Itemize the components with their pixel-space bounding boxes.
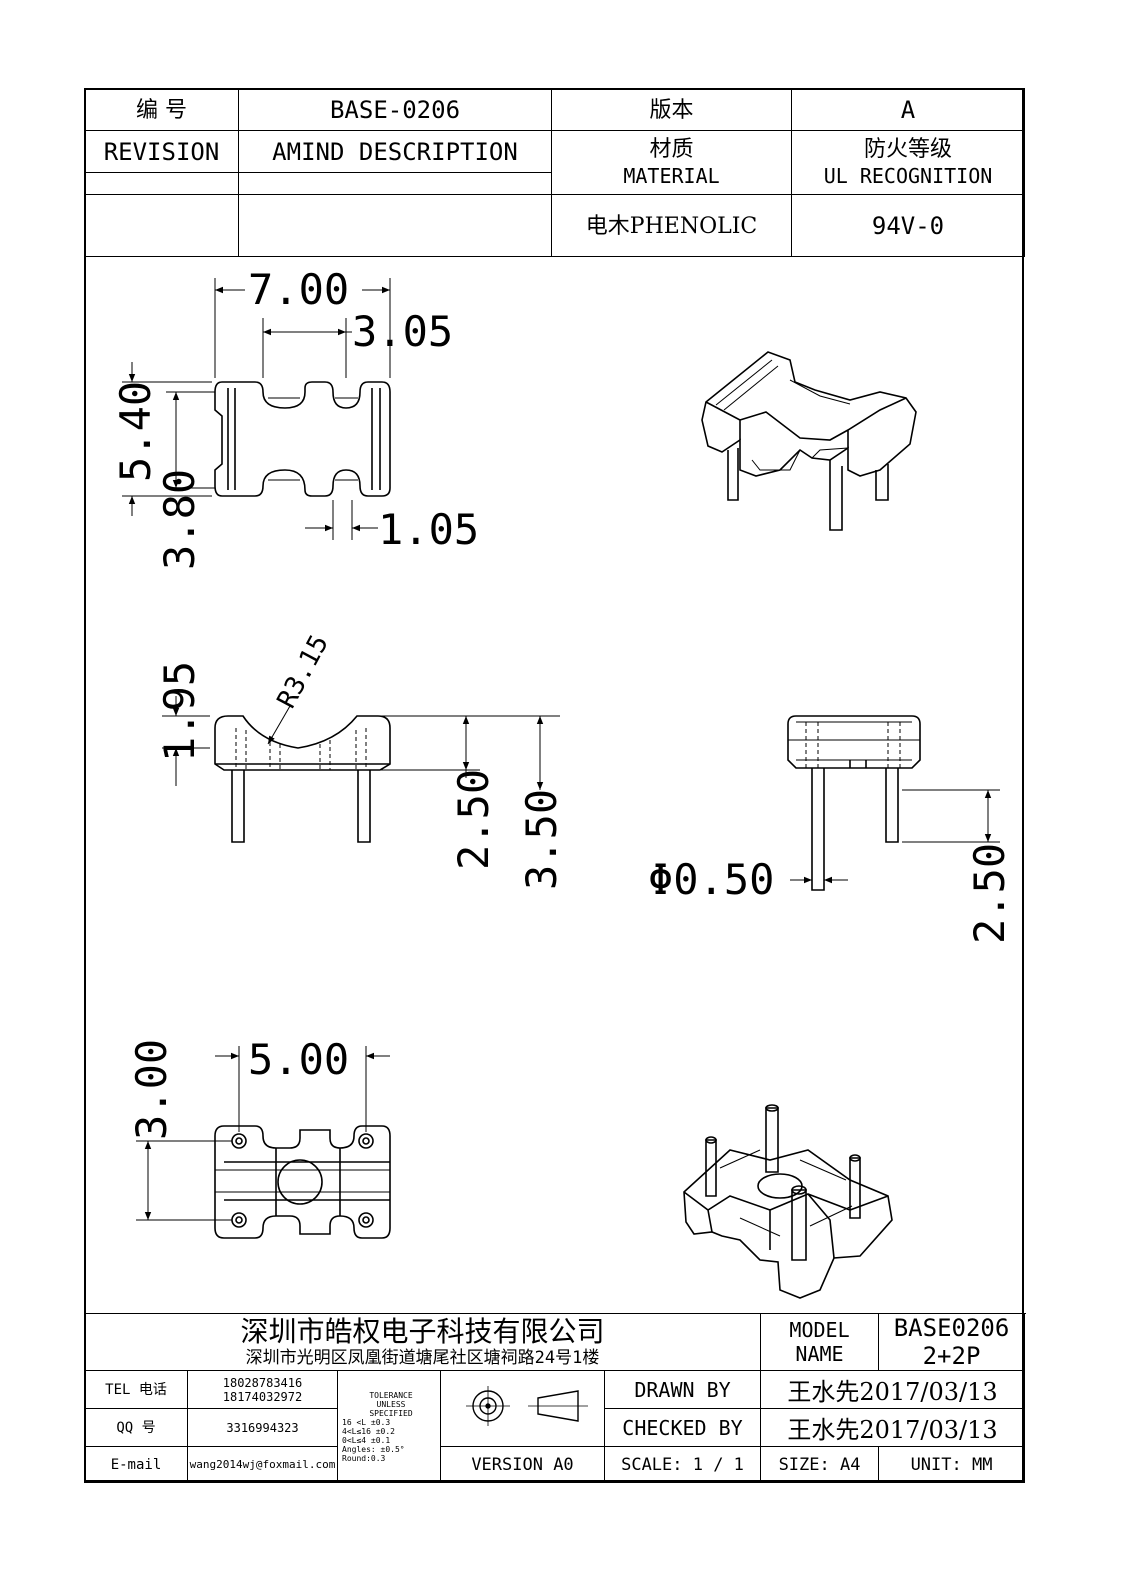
unit-value: UNIT: MM — [878, 1446, 1026, 1483]
dim-pin-dia-label: Φ0.50 — [648, 855, 774, 904]
front-view-dimensions — [162, 696, 560, 790]
size-value: SIZE: A4 — [760, 1446, 880, 1483]
company-address: 深圳市光明区凤凰街道塘尾社区塘祠路24号1楼 — [245, 1348, 600, 1368]
dim-pin-len-label: 2.50 — [965, 843, 1014, 944]
model-name-label: MODEL NAME — [760, 1313, 880, 1371]
dim-inner-height-label: 3.80 — [155, 469, 204, 570]
dim-pitch-y-label: 3.00 — [127, 1039, 176, 1140]
amind-cell-2 — [238, 194, 552, 257]
bottom-view — [214, 1125, 391, 1239]
fire-rating-value: 94V-0 — [791, 194, 1025, 257]
dim-top-label: 1.95 — [155, 661, 204, 762]
amind-label: AMIND DESCRIPTION — [238, 130, 552, 173]
scale-value: SCALE: 1 / 1 — [603, 1446, 762, 1483]
revision-cell-2 — [84, 194, 239, 257]
version-value: VERSION A0 — [440, 1446, 605, 1483]
projection-symbol — [440, 1370, 605, 1447]
top-view-dimensions — [122, 278, 391, 540]
drawn-by-label: DRAWN BY — [603, 1370, 762, 1409]
title-block-header: 编 号 BASE-0206 版本 A REVISION AMIND DESCRI… — [84, 88, 1025, 257]
dim-inner-label: 3.05 — [352, 307, 453, 356]
model-name-value: BASE0206 2+2P — [878, 1313, 1026, 1371]
email-value: wang2014wj@foxmail.com — [187, 1446, 338, 1483]
company-name: 深圳市皓权电子科技有限公司 — [240, 1315, 605, 1348]
dim-pitch-x-label: 5.00 — [248, 1035, 349, 1084]
projection-icon — [465, 1386, 588, 1426]
qq-value: 3316994323 — [187, 1408, 338, 1447]
company-block: 深圳市皓权电子科技有限公司 深圳市光明区凤凰街道塘尾社区塘祠路24号1楼 — [83, 1313, 762, 1371]
title-block-footer: 深圳市皓权电子科技有限公司 深圳市光明区凤凰街道塘尾社区塘祠路24号1楼 MOD… — [83, 1313, 1026, 1483]
front-view — [214, 715, 391, 843]
dim-slot-label: 1.05 — [378, 505, 479, 554]
version-value: A — [791, 88, 1025, 131]
side-view — [787, 715, 921, 891]
checked-by-value: 王水先2017/03/13 — [760, 1408, 1026, 1447]
material-value: 电木PHENOLIC — [551, 194, 792, 257]
dim-body-label: 2.50 — [449, 769, 498, 870]
isometric-view-top — [701, 351, 917, 531]
dim-total-label: 3.50 — [517, 789, 566, 890]
tolerance-block: TOLERANCE UNLESS SPECIFIED 16 <L ±0.3 4<… — [337, 1370, 441, 1483]
side-view-dimensions — [790, 789, 1000, 884]
isometric-view-bottom — [683, 1104, 893, 1299]
top-view — [214, 381, 391, 497]
dim-height-label: 5.40 — [111, 381, 160, 482]
tel-label: TEL 电话 — [84, 1370, 188, 1409]
version-label: 版本 — [551, 88, 792, 131]
bottom-view-dimensions — [136, 1046, 390, 1221]
email-label: E-mail — [84, 1446, 188, 1483]
number-value: BASE-0206 — [238, 88, 552, 131]
qq-label: QQ 号 — [84, 1408, 188, 1447]
checked-by-label: CHECKED BY — [603, 1408, 762, 1447]
dim-radius-label: R3.15 — [272, 630, 335, 713]
dim-width-label: 7.00 — [248, 265, 349, 314]
drawn-by-value: 王水先2017/03/13 — [760, 1370, 1026, 1409]
dimension-labels: 7.00 3.05 1.05 5.40 3.80 1.95 2.50 3.50 … — [111, 265, 1014, 1140]
